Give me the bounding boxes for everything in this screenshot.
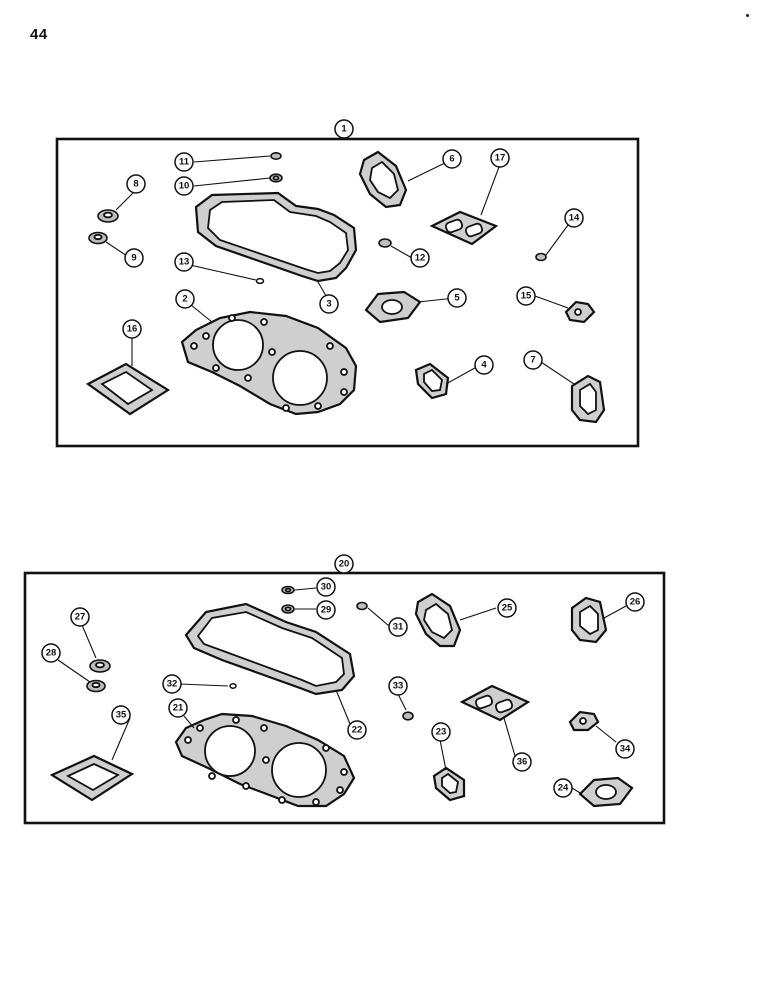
svg-text:36: 36 (517, 757, 528, 768)
callout-8: 8 (126, 174, 146, 194)
callout-26: 26 (625, 592, 645, 612)
callout-15: 15 (516, 286, 536, 306)
callout-31: 31 (388, 617, 408, 637)
svg-text:31: 31 (393, 622, 404, 633)
part-2-cylinder-bore-1 (212, 319, 264, 371)
kit-20-group: 20 30 29 31 25 26 27 28 32 33 21 22 35 2… (23, 554, 666, 825)
callout-7: 7 (523, 350, 543, 370)
svg-text:14: 14 (569, 213, 580, 224)
part-21-cylinder-bore-2 (271, 742, 327, 798)
kit-1-callouts: 1 11 10 8 9 13 2 3 6 17 12 14 5 15 16 4 … (122, 119, 584, 375)
callout-36: 36 (512, 752, 532, 772)
svg-text:15: 15 (521, 291, 532, 302)
svg-text:24: 24 (558, 783, 569, 794)
callout-10: 10 (174, 176, 194, 196)
svg-text:8: 8 (133, 179, 138, 190)
callout-22: 22 (347, 720, 367, 740)
part-12-washer (378, 238, 392, 248)
kit-1-leader-lines (105, 139, 575, 385)
part-33-washer (402, 711, 414, 721)
svg-text:21: 21 (173, 703, 184, 714)
part-14-washer (535, 252, 547, 262)
callout-12: 12 (410, 248, 430, 268)
callout-17: 17 (490, 148, 510, 168)
svg-text:30: 30 (321, 582, 332, 593)
callout-30: 30 (316, 577, 336, 597)
part-31-washer (356, 601, 368, 611)
svg-text:5: 5 (454, 293, 460, 304)
svg-text:27: 27 (75, 612, 86, 623)
svg-text:35: 35 (116, 710, 127, 721)
svg-text:10: 10 (179, 181, 190, 192)
svg-text:33: 33 (393, 681, 404, 692)
callout-3: 3 (319, 294, 339, 314)
callout-2: 2 (175, 289, 195, 309)
svg-text:4: 4 (481, 360, 487, 371)
callout-27: 27 (70, 607, 90, 627)
part-11-washer (270, 152, 282, 161)
part-2-cylinder-bore-2 (272, 350, 328, 406)
callout-16: 16 (122, 319, 142, 339)
callout-23: 23 (431, 722, 451, 742)
svg-text:6: 6 (449, 154, 454, 165)
part-13-o-ring (255, 277, 265, 285)
callout-25: 25 (497, 598, 517, 618)
svg-text:13: 13 (179, 257, 190, 268)
kit-20-callouts: 20 30 29 31 25 26 27 28 32 33 21 22 35 2… (41, 554, 645, 798)
callout-11: 11 (174, 152, 194, 172)
callout-13: 13 (174, 252, 194, 272)
kit-1-frame (55, 137, 640, 448)
part-17-exhaust-gasket (429, 210, 499, 246)
callout-34: 34 (615, 739, 635, 759)
part-2-bolt-holes (190, 314, 348, 412)
callout-24: 24 (553, 778, 573, 798)
callout-kit-20: 20 (334, 554, 354, 574)
part-36-exhaust-gasket (459, 684, 531, 722)
callout-21: 21 (168, 698, 188, 718)
callout-9: 9 (124, 248, 144, 268)
callout-4: 4 (474, 355, 494, 375)
svg-text:28: 28 (46, 648, 57, 659)
svg-text:9: 9 (131, 253, 136, 264)
part-2-head-gasket (180, 310, 358, 416)
callout-35: 35 (111, 705, 131, 725)
svg-text:22: 22 (352, 725, 363, 736)
callout-32: 32 (162, 674, 182, 694)
svg-text:2: 2 (182, 294, 187, 305)
callout-6: 6 (442, 149, 462, 169)
part-21-bolt-holes (184, 716, 348, 806)
part-32-o-ring (229, 683, 237, 689)
svg-text:1: 1 (341, 124, 347, 135)
svg-text:25: 25 (502, 603, 513, 614)
callout-14: 14 (564, 208, 584, 228)
svg-text:12: 12 (415, 253, 426, 264)
svg-text:17: 17 (495, 153, 506, 164)
kit-1-group: 1 11 10 8 9 13 2 3 6 17 12 14 5 15 16 4 … (55, 119, 640, 448)
callout-kit-1: 1 (334, 119, 354, 139)
kit-20-leader-lines (57, 587, 627, 795)
svg-text:7: 7 (530, 355, 535, 366)
svg-text:32: 32 (167, 679, 178, 690)
svg-text:34: 34 (620, 744, 631, 755)
callout-33: 33 (388, 676, 408, 696)
callout-29: 29 (316, 600, 336, 620)
svg-text:3: 3 (326, 299, 331, 310)
svg-text:16: 16 (127, 324, 138, 335)
svg-text:20: 20 (339, 559, 350, 570)
svg-text:26: 26 (630, 597, 641, 608)
part-3-inner-opening (207, 199, 349, 274)
svg-text:23: 23 (436, 727, 447, 738)
svg-text:11: 11 (179, 157, 190, 168)
callout-28: 28 (41, 643, 61, 663)
svg-text:29: 29 (321, 605, 332, 616)
part-21-cylinder-bore-1 (204, 725, 256, 777)
page-number: 44 (30, 26, 48, 43)
callout-5: 5 (447, 288, 467, 308)
corner-mark (746, 14, 749, 17)
